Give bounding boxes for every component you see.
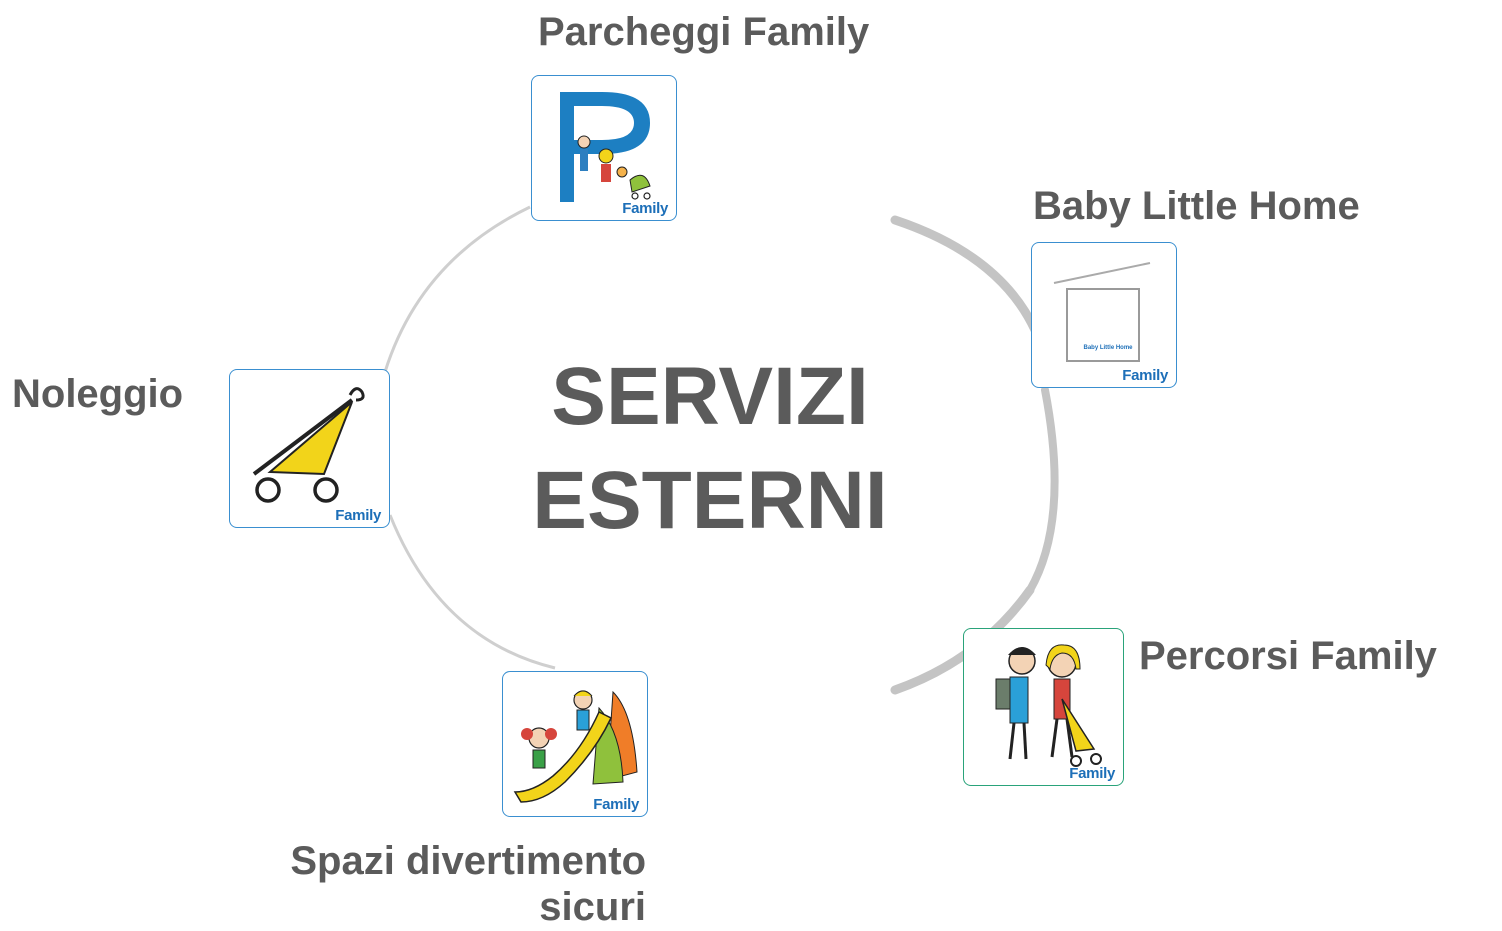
- center-title-line1: SERVIZI: [551, 351, 869, 442]
- parcheggi-brand: Family: [622, 200, 668, 217]
- center-title: SERVIZI ESTERNI: [515, 345, 905, 553]
- noleggio-label: Noleggio: [12, 372, 184, 416]
- spazi-label: Spazi divertimento sicuri: [218, 838, 646, 930]
- slide-playground-icon: [513, 690, 638, 803]
- stroller-icon: [252, 387, 365, 503]
- spazi-label-line1: Spazi divertimento: [290, 839, 646, 883]
- noleggio-tile[interactable]: Family: [229, 369, 390, 528]
- noleggio-brand: Family: [335, 507, 381, 524]
- baby-home-tile[interactable]: Baby Little Home Family: [1031, 242, 1177, 388]
- ring-arc-bottom-left: [388, 514, 556, 670]
- ring-arc-top-left: [383, 205, 531, 373]
- parking-family-icon: [560, 92, 651, 202]
- percorsi-brand: Family: [1069, 765, 1115, 782]
- parcheggi-label: Parcheggi Family: [538, 10, 870, 54]
- spazi-brand: Family: [593, 796, 639, 813]
- percorsi-label: Percorsi Family: [1139, 634, 1437, 678]
- ring-arc-top-right: [890, 215, 1040, 335]
- spazi-tile[interactable]: Family: [502, 671, 648, 817]
- baby-home-label: Baby Little Home: [1033, 184, 1360, 228]
- spazi-label-line2: sicuri: [539, 885, 646, 929]
- percorsi-tile[interactable]: Family: [963, 628, 1124, 786]
- baby-home-brand: Family: [1122, 367, 1168, 384]
- family-walk-icon: [995, 644, 1102, 767]
- ring-arc-right: [1026, 386, 1059, 594]
- baby-little-home-icon: [1053, 262, 1151, 362]
- baby-home-sign: Baby Little Home: [1083, 345, 1133, 351]
- center-title-line2: ESTERNI: [532, 455, 888, 546]
- parcheggi-tile[interactable]: Family: [531, 75, 677, 221]
